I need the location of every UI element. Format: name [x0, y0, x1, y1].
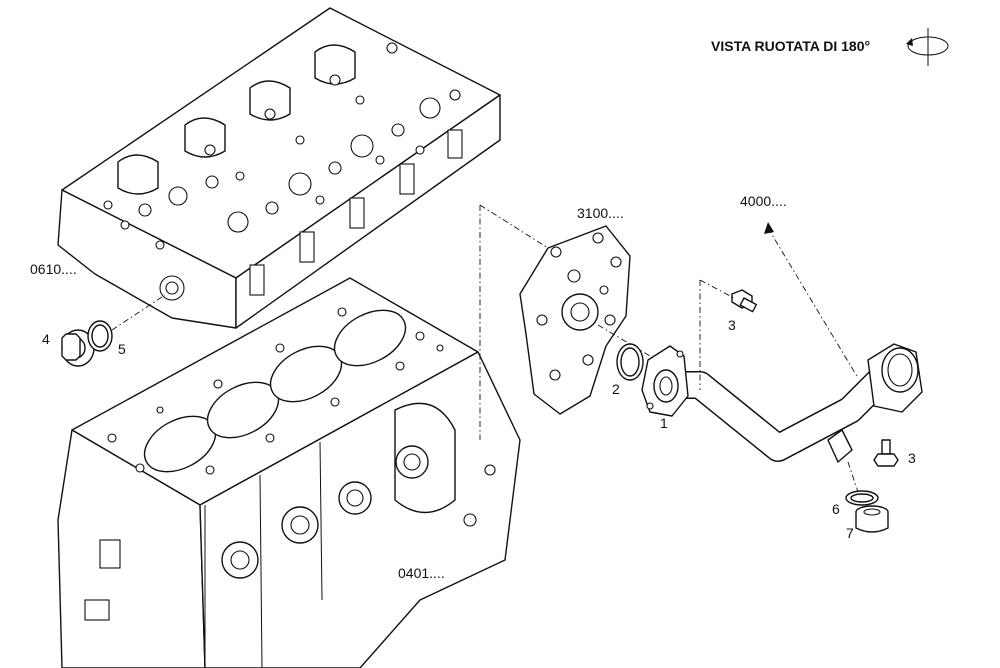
oil-pump-cover-part [519, 225, 631, 415]
ref-label-upper: 4000.... [740, 193, 787, 209]
cylinder-bores [143, 309, 407, 473]
rotation-arrow-icon [906, 28, 949, 66]
rotated-view-title: VISTA RUOTATA DI 180° [711, 38, 870, 54]
bolt-part-3-upper [731, 289, 758, 313]
head-top-holes [103, 42, 461, 250]
ref-label-oil-pump-cover: 3100.... [577, 205, 624, 221]
plug-part-7 [855, 505, 889, 533]
engine-block-part [57, 277, 521, 668]
seal-ring-part-5 [87, 320, 113, 352]
callout-3-lower: 3 [908, 450, 916, 466]
callout-3-upper: 3 [728, 317, 736, 333]
block-deck-holes [107, 307, 444, 475]
o-ring-part-2 [616, 343, 644, 381]
ref-label-cylinder-head: 0610.... [30, 261, 77, 277]
head-pockets [117, 44, 356, 195]
callout-2: 2 [612, 381, 620, 397]
cylinder-head-part [57, 7, 501, 329]
block-side-features [84, 402, 496, 668]
callout-5: 5 [118, 341, 126, 357]
oil-tube-part-1 [641, 343, 923, 463]
callout-6: 6 [832, 501, 840, 517]
head-side-ports [249, 129, 463, 296]
callout-7: 7 [846, 525, 854, 541]
ref-label-engine-block: 0401.... [398, 565, 445, 581]
o-ring-part-6 [845, 490, 879, 506]
callout-1: 1 [660, 415, 668, 431]
bolt-part-3-lower [873, 439, 899, 467]
plug-part-4 [61, 329, 95, 367]
callout-4: 4 [42, 331, 50, 347]
